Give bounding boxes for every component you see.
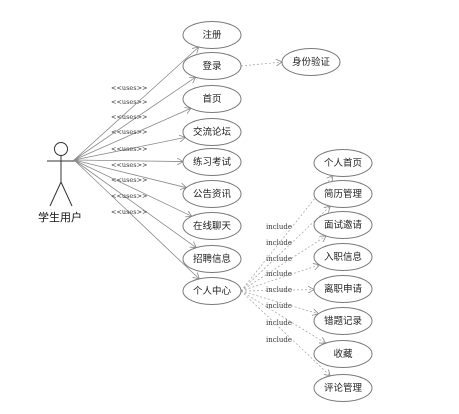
use-case-resign bbox=[313, 275, 373, 303]
use-case-center bbox=[182, 277, 242, 305]
include-label: include bbox=[266, 302, 292, 310]
use-case-label-home: 首页 bbox=[202, 93, 221, 105]
include-line-resume bbox=[240, 206, 330, 292]
association-line-login bbox=[73, 77, 196, 161]
association-line-home bbox=[73, 108, 191, 161]
actor-head bbox=[54, 142, 68, 156]
use-case-label-jobs: 招聘信息 bbox=[193, 253, 231, 265]
association-line-jobs bbox=[73, 159, 196, 248]
use-case-onboard bbox=[313, 243, 373, 271]
include-line-profile bbox=[240, 176, 333, 292]
uses-label: <<uses>> bbox=[111, 98, 148, 106]
uses-label: <<uses>> bbox=[111, 176, 148, 184]
association-line-news bbox=[73, 159, 186, 188]
include-line-resign bbox=[240, 290, 314, 291]
use-case-auth bbox=[281, 48, 341, 76]
use-case-resume bbox=[313, 180, 373, 208]
use-case-label-chat: 在线聊天 bbox=[193, 220, 232, 232]
use-case-chat bbox=[182, 212, 242, 240]
use-case-label-auth: 身份验证 bbox=[292, 56, 331, 68]
actor-figure bbox=[47, 142, 75, 207]
use-case-home bbox=[182, 85, 242, 113]
include-line-onboard bbox=[240, 265, 319, 292]
include-line-auth bbox=[240, 62, 282, 67]
include-label: include bbox=[266, 286, 292, 294]
use-case-label-resume: 简历管理 bbox=[324, 188, 363, 200]
use-case-label-center: 个人中心 bbox=[193, 285, 232, 297]
include-lines bbox=[240, 62, 333, 376]
use-case-login bbox=[182, 52, 242, 80]
use-case-news bbox=[182, 180, 242, 208]
uses-label: <<uses>> bbox=[111, 208, 148, 216]
include-label: include bbox=[266, 319, 292, 327]
use-case-label-interview: 面试邀请 bbox=[324, 219, 363, 231]
use-case-label-exam: 练习考试 bbox=[193, 156, 232, 168]
uses-label: <<uses>> bbox=[111, 192, 148, 200]
use-case-jobs bbox=[182, 245, 242, 273]
association-line-chat bbox=[73, 159, 192, 216]
use-case-label-login: 登录 bbox=[202, 61, 222, 72]
use-case-mistakes bbox=[313, 307, 373, 335]
association-labels: <<uses>> <<uses>> <<uses>> <<uses>> <<uses>>… bbox=[111, 84, 292, 344]
uses-label: <<uses>> bbox=[111, 113, 148, 121]
use-case-label-forum: 交流论坛 bbox=[193, 126, 232, 138]
uses-label: <<uses>> bbox=[111, 161, 148, 169]
use-case-favorites bbox=[313, 340, 373, 368]
use-case-label-register: 注册 bbox=[202, 29, 222, 41]
include-line-comments bbox=[240, 290, 330, 376]
use-case-exam bbox=[182, 148, 242, 176]
use-case-label-profile: 个人首页 bbox=[324, 157, 362, 169]
association-line-forum bbox=[73, 137, 185, 161]
include-line-mistakes bbox=[240, 290, 318, 314]
use-case-register bbox=[182, 21, 242, 49]
use-case-label-news: 公告资讯 bbox=[193, 188, 232, 200]
include-label: include bbox=[266, 223, 292, 231]
uses-label: <<uses>> bbox=[111, 128, 148, 136]
association-line-center bbox=[73, 159, 199, 279]
use-case-label-favorites: 收藏 bbox=[333, 348, 353, 360]
include-label: include bbox=[266, 336, 292, 344]
actor-left-leg bbox=[49, 181, 62, 207]
use-case-profile bbox=[313, 149, 373, 177]
use-case-forum bbox=[182, 118, 242, 146]
use-case-label-resign: 离职申请 bbox=[324, 283, 363, 295]
use-case-comments bbox=[313, 374, 373, 402]
include-line-interview bbox=[240, 236, 326, 292]
association-line-exam bbox=[73, 160, 183, 162]
include-line-favorites bbox=[240, 290, 326, 343]
use-case-label-comments: 评论管理 bbox=[324, 382, 363, 394]
association-line-register bbox=[73, 47, 199, 161]
actor-name: 学生用户 bbox=[38, 210, 82, 224]
uses-label: <<uses>> bbox=[111, 84, 148, 92]
use-case-label-mistakes: 错题记录 bbox=[324, 315, 363, 327]
use-case-interview bbox=[313, 211, 373, 239]
include-label: include bbox=[266, 270, 292, 278]
uses-label: <<uses>> bbox=[111, 145, 148, 153]
include-label: include bbox=[266, 255, 292, 263]
association-lines bbox=[73, 47, 199, 279]
use-case-label-onboard: 入职信息 bbox=[324, 251, 362, 263]
actor-right-leg bbox=[60, 181, 73, 207]
